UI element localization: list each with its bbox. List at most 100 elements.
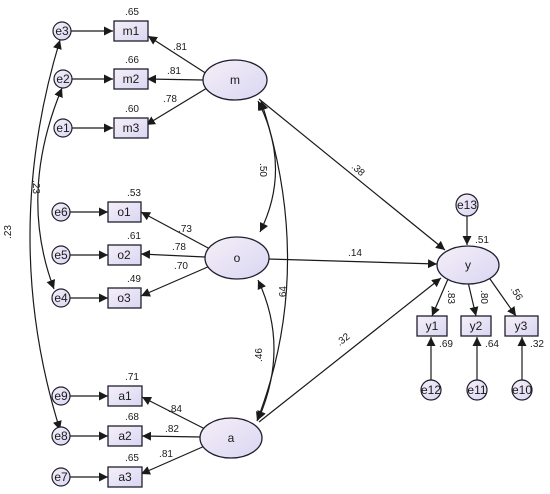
indicator-o1: o1 [107, 201, 142, 223]
indicator-label: a3 [118, 470, 132, 484]
path-m-y [258, 98, 446, 251]
indicator-label: o3 [117, 291, 131, 305]
error-e12: e12 [420, 379, 442, 401]
indicator-label: y1 [426, 319, 439, 333]
error-label: e11 [467, 383, 486, 397]
coef-o-o1: .73 [178, 224, 192, 235]
latent-label: y [465, 258, 471, 272]
error-e9: e9 [51, 386, 71, 406]
error-label: e5 [54, 248, 68, 262]
error-label: e13 [457, 198, 477, 212]
error-label: e4 [54, 291, 68, 305]
error-e5: e5 [51, 245, 71, 265]
error-label: e1 [56, 121, 70, 135]
indicator-label: a2 [118, 429, 132, 443]
path-a-a1 [141, 396, 208, 431]
latent-m: m [202, 59, 268, 101]
coef-m-m3: .78 [163, 94, 177, 105]
indicator-o3: o3 [107, 287, 142, 309]
latent-o: o [204, 236, 270, 280]
path-o-o3 [140, 265, 211, 297]
indicator-label: m3 [123, 121, 140, 135]
error-e2: e2 [53, 69, 73, 89]
indicator-a3: a3 [107, 466, 143, 488]
path-a-a3 [140, 444, 208, 475]
coef-y-y1: .83 [445, 290, 456, 304]
coef-a-a2: .82 [165, 424, 179, 435]
error-e13: e13 [455, 193, 479, 217]
error-label: e9 [54, 389, 68, 403]
indicator-label: y3 [515, 319, 528, 333]
corr-e2-e4 [37, 87, 63, 290]
path-o-o1 [140, 211, 211, 250]
latent-label: a [228, 431, 235, 445]
r2-a2: .68 [125, 412, 139, 423]
error-e4: e4 [51, 288, 71, 308]
path-a-y [258, 277, 442, 423]
coef-m-o: .50 [257, 163, 268, 177]
path-y-y3 [489, 278, 517, 317]
indicator-label: m2 [123, 72, 140, 86]
path-y-y2 [467, 281, 479, 317]
error-label: e7 [54, 470, 68, 484]
coef-y-y2: .80 [478, 290, 489, 304]
indicator-label: a1 [118, 389, 132, 403]
path-y-y1 [431, 278, 449, 317]
coef-y-y3: .56 [508, 285, 525, 303]
latent-a: a [199, 417, 263, 459]
r2-y3: .32 [530, 339, 544, 350]
path-m-m1 [147, 35, 208, 75]
path-o-o2 [140, 249, 206, 259]
indicator-label: o2 [117, 248, 131, 262]
r2-o3: .49 [127, 274, 141, 285]
r2-a1: .71 [125, 372, 139, 383]
indicator-m2: m2 [113, 68, 149, 90]
corr-o-a [257, 279, 275, 421]
error-e1: e1 [53, 118, 73, 138]
coef-m-m2: .81 [167, 66, 181, 77]
r2-o1: .53 [127, 188, 141, 199]
coef-a-a1: .84 [168, 404, 182, 415]
indicator-label: y2 [470, 319, 483, 333]
error-e6: e6 [51, 202, 71, 222]
error-label: e12 [421, 383, 441, 397]
indicator-y3: y3 [504, 315, 539, 337]
r2-m3: .60 [125, 104, 139, 115]
latent-y: y [436, 245, 500, 285]
coef-m-m1: .81 [173, 42, 187, 53]
path-m-m3 [145, 87, 208, 126]
indicator-m3: m3 [113, 117, 149, 139]
indicator-o2: o2 [107, 244, 142, 266]
r2-y1: .69 [439, 339, 453, 350]
error-label: e2 [56, 72, 70, 86]
coef-a-y: .32 [335, 331, 353, 348]
error-label: e8 [54, 429, 68, 443]
error-e7: e7 [51, 467, 71, 487]
error-e3: e3 [52, 21, 72, 41]
error-label: e3 [55, 24, 69, 38]
coef-e2-e4: .23 [30, 180, 41, 194]
error-label: e10 [512, 383, 532, 397]
coef-o-o2: .78 [172, 242, 186, 253]
latent-label: m [230, 73, 240, 87]
latent-label: o [234, 251, 241, 265]
coef-o-y: .14 [348, 248, 362, 259]
error-e8: e8 [51, 426, 71, 446]
r2-y: .51 [475, 235, 489, 246]
corr-e3-e8 [29, 39, 62, 431]
indicator-m1: m1 [113, 20, 149, 42]
coef-a-a3: .81 [159, 449, 173, 460]
coef-e3-e8: .23 [3, 225, 14, 239]
r2-y2: .64 [485, 339, 499, 350]
path-o-y [267, 258, 438, 269]
indicator-a2: a2 [107, 425, 143, 447]
r2-a3: .65 [125, 453, 139, 464]
r2-o2: .61 [127, 231, 141, 242]
error-label: e6 [54, 205, 68, 219]
indicator-label: m1 [123, 24, 140, 38]
r2-m2: .66 [125, 55, 139, 66]
error-e10: e10 [511, 379, 533, 401]
indicator-y1: y1 [416, 315, 448, 337]
error-e11: e11 [466, 379, 488, 401]
indicator-label: o1 [117, 205, 131, 219]
